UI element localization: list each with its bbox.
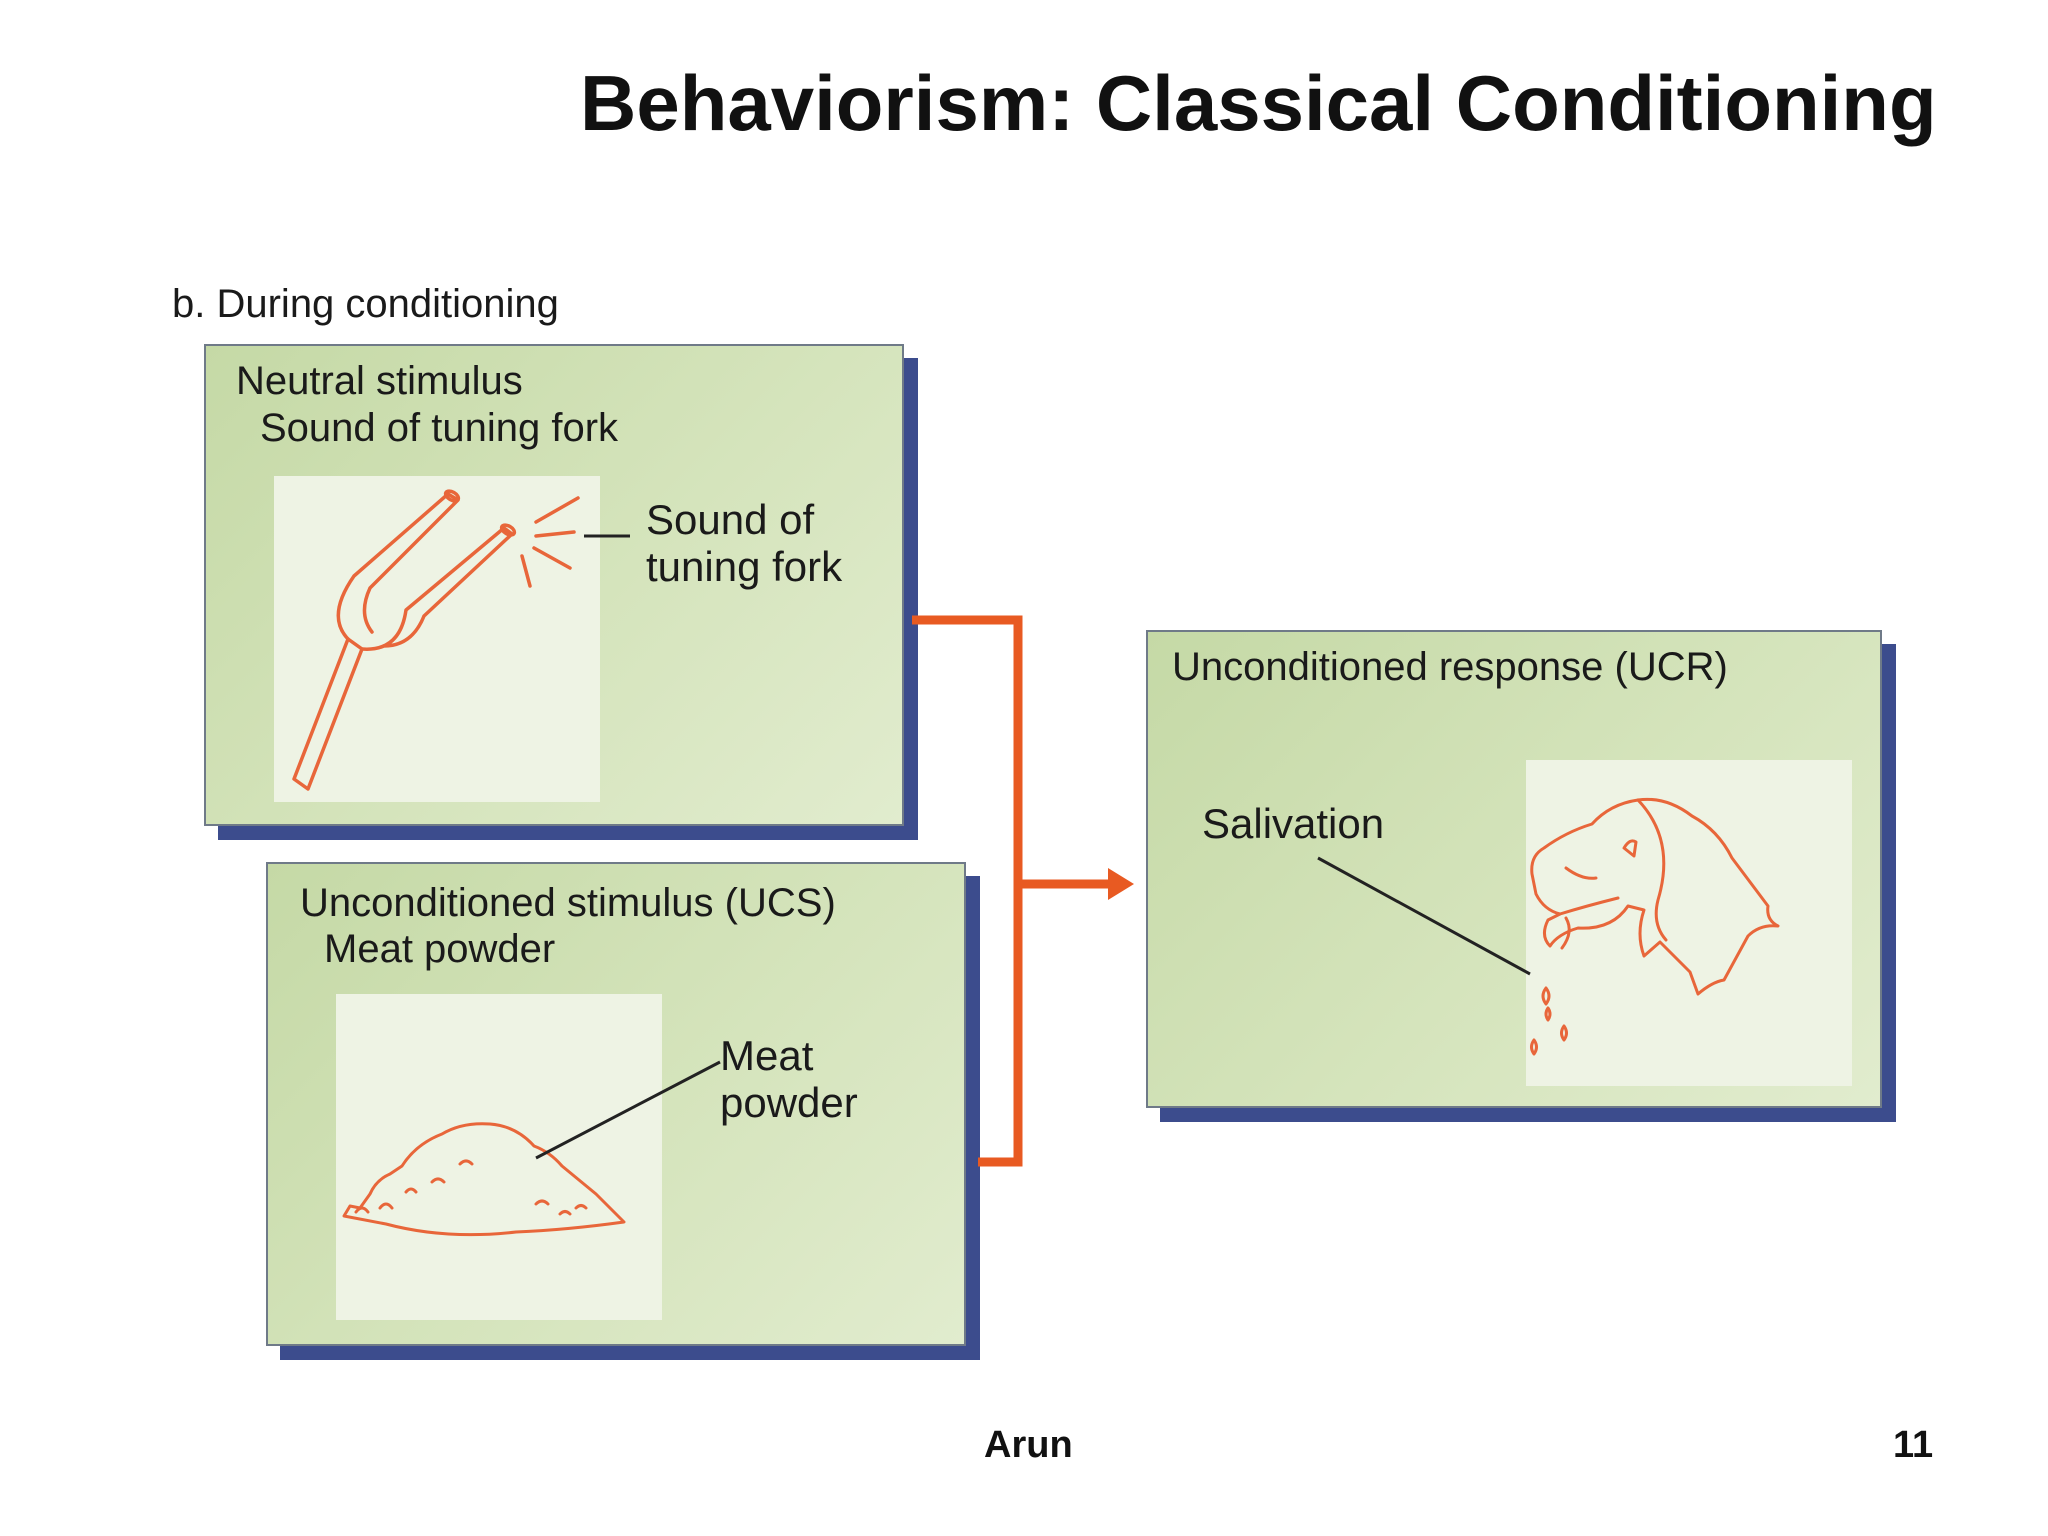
tuning-fork-icon <box>292 489 580 791</box>
diagram-label: b. During conditioning <box>172 282 559 326</box>
dog-head-icon <box>1530 797 1780 1056</box>
salivation-callout-label: Salivation <box>1202 800 1385 847</box>
tuning-fork-illustration <box>274 476 600 802</box>
ucr-heading: Unconditioned response (UCR) <box>1172 645 1728 689</box>
neutral-stimulus-heading: Neutral stimulus <box>236 359 523 403</box>
unconditioned-response-panel: Unconditioned response (UCR) <box>1146 630 1882 1108</box>
neutral-stimulus-panel: Neutral stimulus Sound of tuning fork <box>204 344 904 826</box>
sound-callout-label: Sound of tuning fork <box>646 496 843 590</box>
connector-arrowhead <box>1108 868 1134 900</box>
salivation-callout-leader <box>1317 856 1531 976</box>
page-number: 11 <box>1893 1424 1934 1466</box>
meat-powder-icon <box>342 1122 626 1237</box>
meat-callout-leader <box>535 1060 721 1160</box>
ucs-subheading: Meat powder <box>324 927 556 971</box>
dog-illustration <box>1526 760 1852 1086</box>
sound-callout-leader <box>584 534 630 538</box>
unconditioned-stimulus-panel: Unconditioned stimulus (UCS) Meat powder… <box>266 862 966 1346</box>
ucs-heading: Unconditioned stimulus (UCS) <box>300 881 836 925</box>
neutral-stimulus-subheading: Sound of tuning fork <box>260 406 619 450</box>
meat-powder-illustration <box>336 994 662 1320</box>
meat-callout-label: Meat powder <box>720 1032 858 1126</box>
slide-title: Behaviorism: Classical Conditioning <box>580 59 1937 147</box>
footer-author: Arun <box>984 1424 1073 1466</box>
connector-bracket <box>912 615 1023 1167</box>
